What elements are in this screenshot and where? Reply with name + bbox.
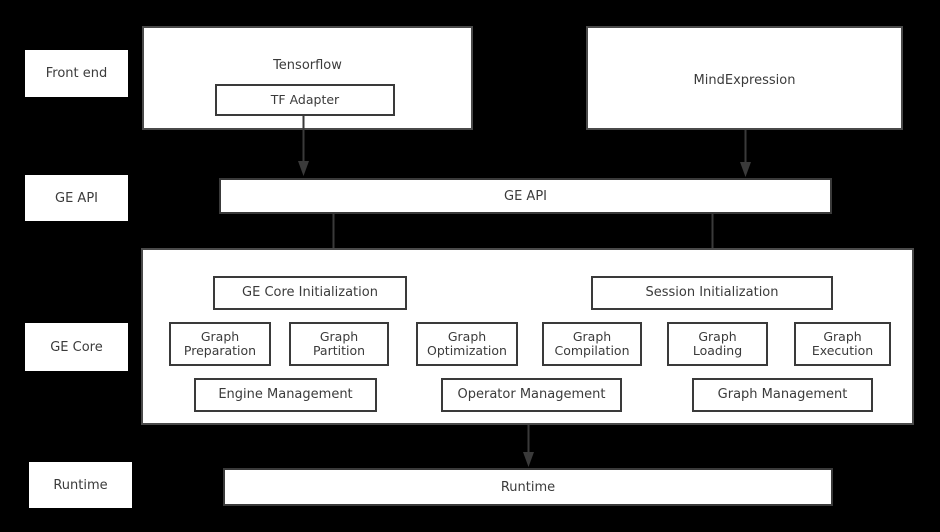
box-line-1: Graph	[572, 328, 612, 344]
graph-compilation-box[interactable]: Graph Compilation	[542, 322, 642, 366]
operator-management-box[interactable]: Operator Management	[441, 378, 622, 412]
box-line-1: Graph	[447, 328, 487, 344]
layer-label-text: GE API	[55, 190, 98, 206]
layer-label-front-end: Front end	[25, 50, 128, 97]
graph-partition-box[interactable]: Graph Partition	[289, 322, 389, 366]
ge-api-bar[interactable]: GE API	[219, 178, 832, 214]
graph-optimization-box[interactable]: Graph Optimization	[416, 322, 518, 366]
layer-label-ge-core: GE Core	[25, 323, 128, 371]
mindexpression-title: MindExpression	[693, 73, 796, 88]
tensorflow-title: Tensorflow	[273, 58, 342, 73]
box-line-2: Compilation	[554, 343, 630, 358]
box-line-1: Graph	[319, 328, 359, 344]
layer-label-ge-api: GE API	[25, 175, 128, 221]
arrow-mindexpression-to-ge-api	[739, 130, 752, 177]
box-line-2: Execution	[811, 343, 874, 358]
box-line-2: Preparation	[183, 343, 257, 358]
tensorflow-container[interactable]: Tensorflow TF Adapter	[142, 26, 473, 130]
tf-adapter-box[interactable]: TF Adapter	[215, 84, 395, 116]
ge-core-container[interactable]: GE Core Initialization Session Initializ…	[141, 248, 914, 425]
box-line-2: Optimization	[427, 343, 507, 358]
session-initialization-box[interactable]: Session Initialization	[591, 276, 833, 310]
arrow-ge-core-to-runtime	[522, 425, 535, 467]
box-line-2: Loading	[692, 343, 743, 358]
graph-loading-box[interactable]: Graph Loading	[667, 322, 768, 366]
box-line-2: Partition	[312, 343, 366, 358]
layer-label-runtime: Runtime	[29, 462, 132, 508]
box-line-1: Graph	[823, 328, 862, 344]
layer-label-text: Front end	[45, 66, 108, 81]
ge-core-initialization-box[interactable]: GE Core Initialization	[213, 276, 407, 310]
engine-management-box[interactable]: Engine Management	[194, 378, 377, 412]
graph-preparation-box[interactable]: Graph Preparation	[169, 322, 271, 366]
box-line-1: Graph	[698, 328, 737, 344]
box-line-1: Graph	[200, 328, 240, 344]
layer-label-text: Runtime	[53, 477, 108, 493]
arrow-tf-adapter-to-ge-api	[297, 114, 310, 176]
graph-management-box[interactable]: Graph Management	[692, 378, 873, 412]
runtime-bar[interactable]: Runtime	[223, 468, 833, 506]
graph-execution-box[interactable]: Graph Execution	[794, 322, 891, 366]
layer-label-text: GE Core	[50, 339, 103, 355]
mindexpression-container[interactable]: MindExpression	[586, 26, 903, 130]
